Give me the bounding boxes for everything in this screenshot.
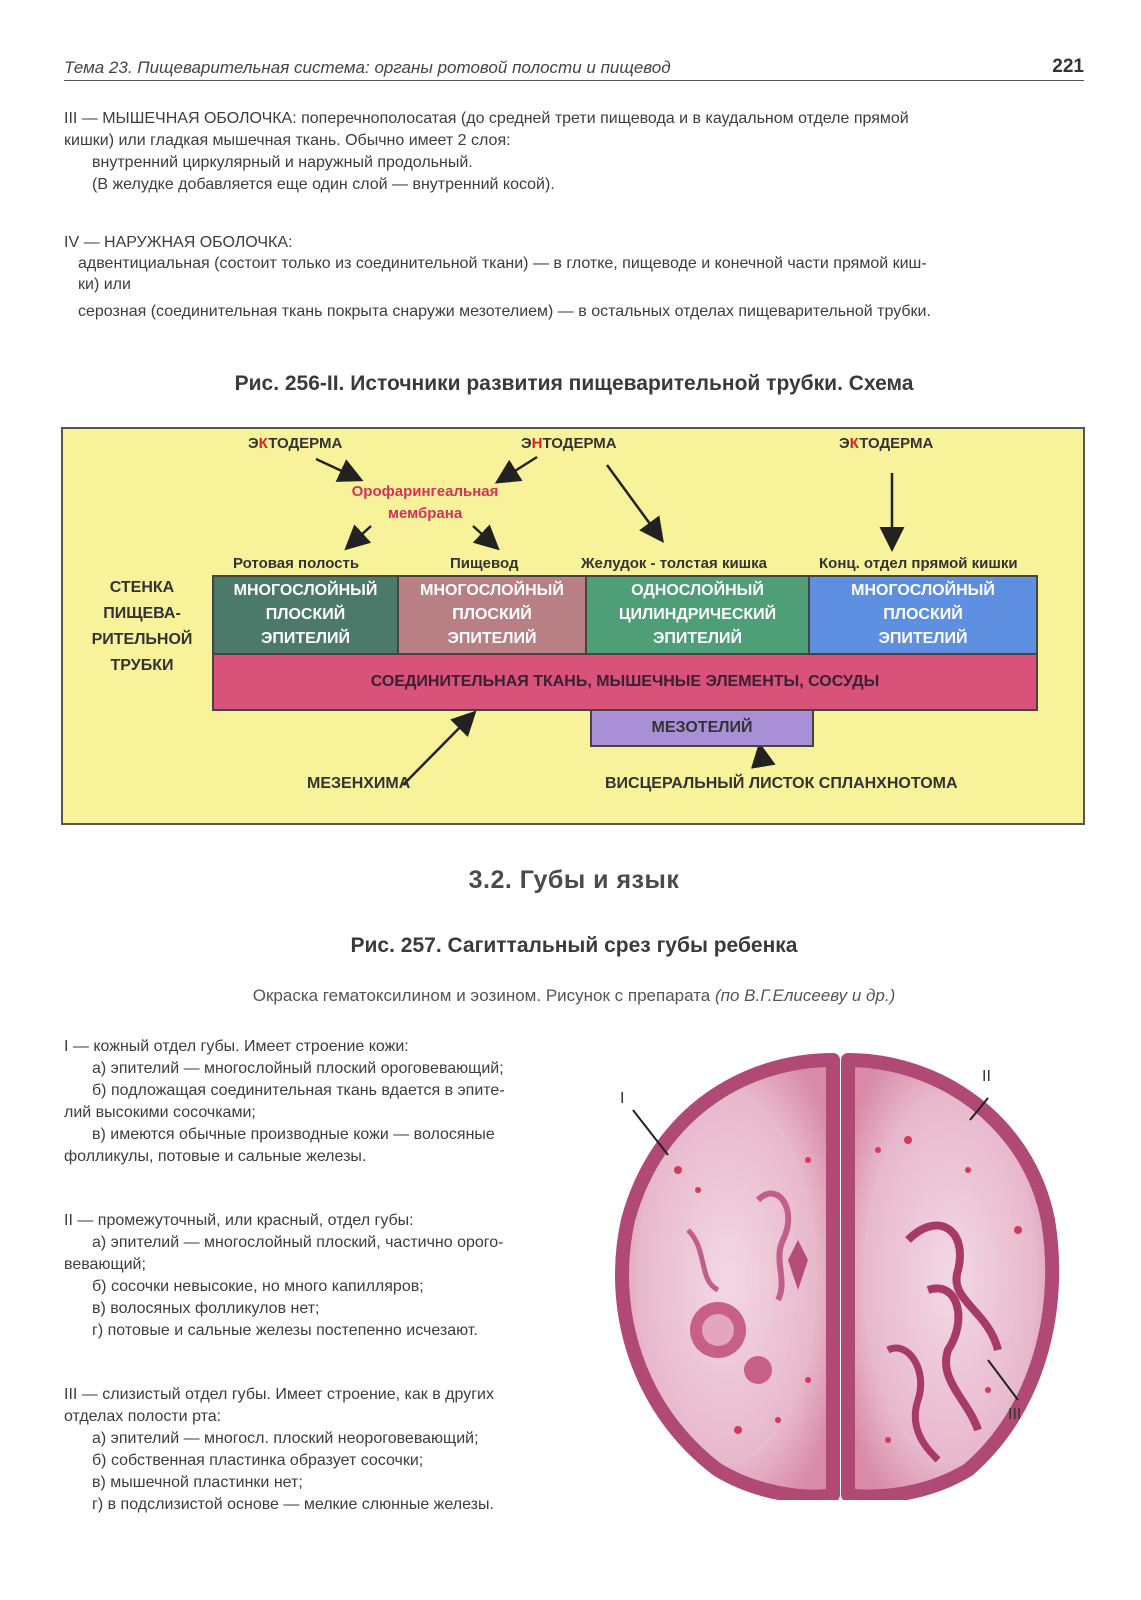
lip-section-3: III — слизистый отдел губы. Имеет строен… xyxy=(64,1384,604,1516)
membrane-line: Орофарингеальная xyxy=(351,483,499,500)
lip-section-micrograph: I II III xyxy=(608,1050,1088,1504)
cell-line: ЭПИТЕЛИЙ xyxy=(652,630,743,647)
cell-line: МНОГОСЛОЙНЫЙ xyxy=(233,582,378,599)
epithelium-cell-mouth: МНОГОСЛОЙНЫЙ ПЛОСКИЙ ЭПИТЕЛИЙ xyxy=(212,575,399,655)
ectoderm-right-label: ЭКТОДЕРМА xyxy=(839,435,933,452)
text-line: г) потовые и сальные железы постепенно и… xyxy=(92,1322,478,1339)
page-number: 221 xyxy=(1052,56,1084,77)
tube-wall-line: СТЕНКА xyxy=(109,579,175,596)
caption-text: Окраска гематоксилином и эозином. Рисуно… xyxy=(252,986,715,1005)
ectoderm-right-suffix: ТОДЕРМА xyxy=(859,435,934,452)
outer-layer-paragraph: IV — НАРУЖНАЯ ОБОЛОЧКА: адвентициальная … xyxy=(64,232,1084,322)
text-line: адвентициальная (состоит только из соеди… xyxy=(78,255,927,272)
micrograph-drawing xyxy=(615,1053,1060,1504)
text-line: б) подложащая соединительная ткань вдает… xyxy=(92,1082,505,1099)
endoderm-suffix: ТОДЕРМА xyxy=(542,435,617,452)
cell-line: ПЛОСКИЙ xyxy=(265,606,346,623)
tube-wall-line: РИТЕЛЬНОЙ xyxy=(91,631,193,648)
tube-wall-label: СТЕНКА ПИЩЕВА- РИТЕЛЬНОЙ ТРУБКИ xyxy=(87,575,197,679)
text-line: а) эпителий — многослойный плоский орого… xyxy=(92,1060,504,1077)
ectoderm-right-prefix: Э xyxy=(839,435,850,452)
cell-line: ЦИЛИНДРИЧЕСКИЙ xyxy=(618,606,777,623)
figure-256-title: Рис. 256-II. Источники развития пищевари… xyxy=(234,372,914,395)
text-line: кишки) или гладкая мышечная ткань. Обычн… xyxy=(64,132,511,149)
text-line: вевающий; xyxy=(64,1256,146,1273)
oropharyngeal-membrane-label: Орофарингеальная мембрана xyxy=(325,481,525,525)
text-line: ки) или xyxy=(78,276,131,293)
text-line: I — кожный отдел губы. Имеет строение ко… xyxy=(64,1038,409,1055)
text-line: (В желудке добавляется еще один слой — в… xyxy=(92,176,555,193)
text-line: г) в подслизистой основе — мелкие слюнны… xyxy=(92,1496,494,1513)
ectoderm-left-red-letter: К xyxy=(258,435,269,452)
text-line: III — слизистый отдел губы. Имеет строен… xyxy=(64,1386,494,1403)
figure-257-title: Рис. 257. Сагиттальный срез губы ребенка xyxy=(350,934,798,957)
column-label-esophagus: Пищевод xyxy=(450,555,519,572)
text-line: в) имеются обычные производные кожи — во… xyxy=(92,1126,495,1143)
column-label-mouth: Ротовая полость xyxy=(233,555,360,572)
label-III: III xyxy=(1008,1406,1022,1423)
lip-section-1: I — кожный отдел губы. Имеет строение ко… xyxy=(64,1036,604,1168)
cell-line: ЭПИТЕЛИЙ xyxy=(878,630,968,647)
text-line: а) эпителий — многослойный плоский, част… xyxy=(92,1234,504,1251)
cell-line: МНОГОСЛОЙНЫЙ xyxy=(420,582,564,599)
text-line: б) собственная пластинка образует сосочк… xyxy=(92,1452,424,1469)
epithelium-cell-rectum: МНОГОСЛОЙНЫЙ ПЛОСКИЙ ЭПИТЕЛИЙ xyxy=(808,575,1038,655)
label-I: I xyxy=(620,1090,625,1107)
text-line: лий высокими сосочками; xyxy=(64,1104,256,1121)
endoderm-prefix: Э xyxy=(521,435,532,452)
tube-wall-line: ПИЩЕВА- xyxy=(103,605,181,622)
ectoderm-right-red-letter: К xyxy=(849,435,860,452)
text-line: II — промежуточный, или красный, отдел г… xyxy=(64,1212,414,1229)
figure-257-caption: Окраска гематоксилином и эозином. Рисуно… xyxy=(64,986,1084,1006)
connective-tissue-layer: СОЕДИНИТЕЛЬНАЯ ТКАНЬ, МЫШЕЧНЫЕ ЭЛЕМЕНТЫ,… xyxy=(212,653,1038,711)
epithelium-cell-esophagus: МНОГОСЛОЙНЫЙ ПЛОСКИЙ ЭПИТЕЛИЙ xyxy=(397,575,587,655)
epithelium-cell-stomach-colon: ОДНОСЛОЙНЫЙ ЦИЛИНДРИЧЕСКИЙ ЭПИТЕЛИЙ xyxy=(585,575,810,655)
ectoderm-left-suffix: ТОДЕРМА xyxy=(268,435,343,452)
membrane-line: мембрана xyxy=(387,505,463,522)
splanchnotome-label: ВИСЦЕРАЛЬНЫЙ ЛИСТОК СПЛАНХНОТОМА xyxy=(605,775,958,792)
endoderm-label: ЭНТОДЕРМА xyxy=(521,435,617,452)
label-II: II xyxy=(982,1068,991,1085)
cell-line: ЭПИТЕЛИЙ xyxy=(447,630,537,647)
text-line: отделах полости рта: xyxy=(64,1408,222,1425)
running-header: Тема 23. Пищеварительная система: органы… xyxy=(64,54,1084,81)
digestive-tube-diagram: ЭКТОДЕРМА ЭНТОДЕРМА ЭКТОДЕРМА Орофаринге… xyxy=(61,427,1085,825)
tube-wall-line: ТРУБКИ xyxy=(110,657,174,674)
cell-line: ОДНОСЛОЙНЫЙ xyxy=(631,582,764,599)
column-label-rectum: Конц. отдел прямой кишки xyxy=(819,555,1018,572)
muscular-layer-paragraph: III — МЫШЕЧНАЯ ОБОЛОЧКА: поперечнополоса… xyxy=(64,108,1084,196)
text-line: в) мышечной пластинки нет; xyxy=(92,1474,303,1491)
text-line: б) сосочки невысокие, но много капилляро… xyxy=(92,1278,424,1295)
cell-line: ПЛОСКИЙ xyxy=(883,606,963,623)
header-title: Тема 23. Пищеварительная система: органы… xyxy=(64,58,671,77)
column-label-stomach-colon: Желудок - толстая кишка xyxy=(581,555,768,572)
diagram-arrows xyxy=(315,455,905,786)
mesenchyme-label: МЕЗЕНХИМА xyxy=(307,775,411,792)
lip-section-2: II — промежуточный, или красный, отдел г… xyxy=(64,1210,604,1342)
text-line: IV — НАРУЖНАЯ ОБОЛОЧКА: xyxy=(64,234,293,251)
cell-line: МНОГОСЛОЙНЫЙ xyxy=(851,582,995,599)
text-line: внутренний циркулярный и наружный продол… xyxy=(92,154,473,171)
mesothelium-layer: МЕЗОТЕЛИЙ xyxy=(590,709,814,747)
section-title: 3.2. Губы и язык xyxy=(468,866,680,894)
caption-source: (по В.Г.Елисееву и др.) xyxy=(714,986,896,1005)
cell-line: ПЛОСКИЙ xyxy=(452,606,532,623)
cell-line: ЭПИТЕЛИЙ xyxy=(260,630,351,647)
text-line: фолликулы, потовые и сальные железы. xyxy=(64,1148,367,1165)
ectoderm-left-label: ЭКТОДЕРМА xyxy=(248,435,342,452)
ectoderm-left-prefix: Э xyxy=(248,435,259,452)
text-line: а) эпителий — многосл. плоский неорогове… xyxy=(92,1430,479,1447)
text-line: в) волосяных фолликулов нет; xyxy=(92,1300,320,1317)
endoderm-red-letter: Н xyxy=(531,435,543,452)
text-line: серозная (соединительная ткань покрыта с… xyxy=(78,303,931,320)
text-line: III — МЫШЕЧНАЯ ОБОЛОЧКА: поперечнополоса… xyxy=(64,110,909,127)
